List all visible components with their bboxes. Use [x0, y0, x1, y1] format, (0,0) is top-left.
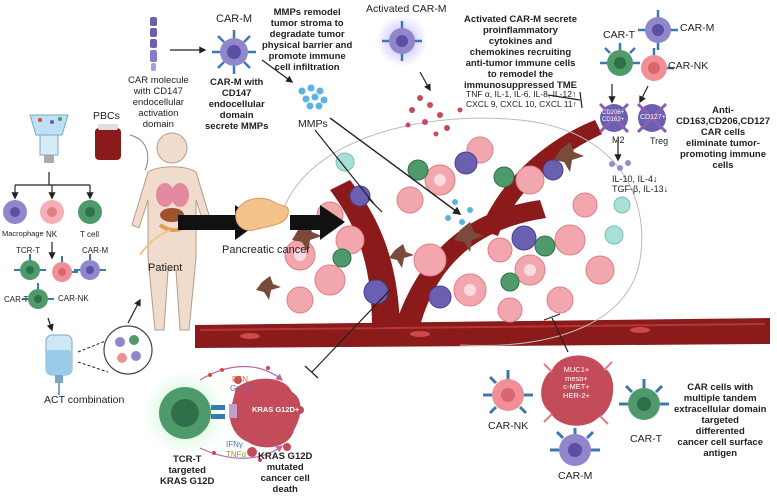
bottom-car-t-label: CAR-T: [630, 433, 663, 445]
tcr-t-kras-icon: [143, 371, 227, 455]
activated-car-m-icon: [376, 15, 428, 67]
right-car-t-icon: [600, 43, 640, 76]
bottom-car-m-icon: [550, 428, 600, 466]
bottom-car-t-icon: [619, 379, 669, 420]
t-cell-icon: [78, 200, 102, 224]
patient-figure: [131, 132, 213, 331]
right-car-m-label: CAR-M: [680, 22, 715, 34]
left-car-nk-icon: [52, 256, 78, 282]
treg-cell-icon: [636, 102, 668, 134]
treg-marker: CD127+: [640, 114, 666, 121]
suppressive-cytokines: IL-10, IL-4↓TGF-β, IL-13↓: [612, 174, 669, 195]
pancreas-icon: [235, 197, 289, 231]
tcr-t-cell-icon: [14, 254, 46, 280]
suppressive-cytokine-dots: [609, 160, 631, 171]
act-combination-label: ACT combination: [44, 394, 125, 406]
macrophage-icon: [3, 200, 27, 224]
bottom-car-m-label: CAR-M: [558, 470, 593, 482]
m2-label: M2: [612, 135, 625, 145]
bottom-car-nk-label: CAR-NK: [488, 420, 529, 432]
car-m-cell-icon: [212, 30, 256, 74]
nk-cell-icon: [40, 200, 64, 224]
macrophage-label: Macrophage: [2, 229, 44, 238]
mmps-icon: [298, 84, 328, 110]
bottom-car-nk-icon: [483, 370, 533, 415]
left-car-nk-label: CAR-NK: [58, 294, 89, 303]
left-car-m-icon: [74, 254, 106, 280]
gzmb-label: GzmB: [230, 384, 253, 393]
treg-label: Treg: [650, 136, 669, 146]
left-car-m-label: CAR-M: [82, 246, 109, 255]
tandem-target-cancer-cell-icon: [541, 355, 614, 426]
tnf-label: TNFα: [226, 450, 247, 459]
cytokine-dots: [405, 95, 463, 137]
activated-car-m-label: Activated CAR-M: [366, 3, 447, 15]
pancreatic-cancer-label: Pancreatic cancer: [222, 244, 311, 256]
mmps-label: MMPs: [298, 118, 328, 130]
car-m-title: CAR-M: [216, 13, 253, 25]
left-car-t-icon: [22, 283, 54, 309]
patient-label: Patient: [148, 262, 183, 274]
right-car-m-icon: [638, 10, 678, 50]
apheresis-icon: [29, 114, 69, 163]
tcr-t-label: TCR-T: [16, 246, 40, 255]
m2-macrophage-icon: [598, 102, 630, 134]
proinflammatory-cytokines: TNF α, IL-1, IL-6, IL-8, IL-12↑CXCL 9, C…: [466, 89, 577, 109]
kras-cancer-cell-icon: [229, 376, 304, 457]
t-cell-label: T cell: [80, 230, 99, 239]
pfn-label: PFN: [232, 375, 248, 384]
nk-label: NK: [46, 230, 58, 239]
tandem-antigen-markers: MUC1+meso+c-MET+HER-2+: [563, 365, 590, 400]
tumor-microenvironment: [256, 117, 643, 347]
right-car-nk-label: CAR-NK: [668, 60, 709, 72]
iv-bag-icon: [45, 334, 73, 395]
pbcs-label: PBCs: [93, 110, 120, 122]
kras-cell-label: KRAS G12D+: [252, 405, 300, 414]
left-car-t-label: CAR-T: [4, 295, 29, 304]
act-combination-icon: [103, 325, 153, 375]
right-car-nk-icon: [641, 48, 674, 81]
m2-markers: CD206+CD163+: [602, 110, 625, 123]
right-car-t-label: CAR-T: [603, 29, 636, 41]
car-molecule-icon: [150, 17, 157, 71]
ifn-label: IFNγ: [226, 440, 243, 449]
blood-bag-icon: [95, 124, 121, 160]
